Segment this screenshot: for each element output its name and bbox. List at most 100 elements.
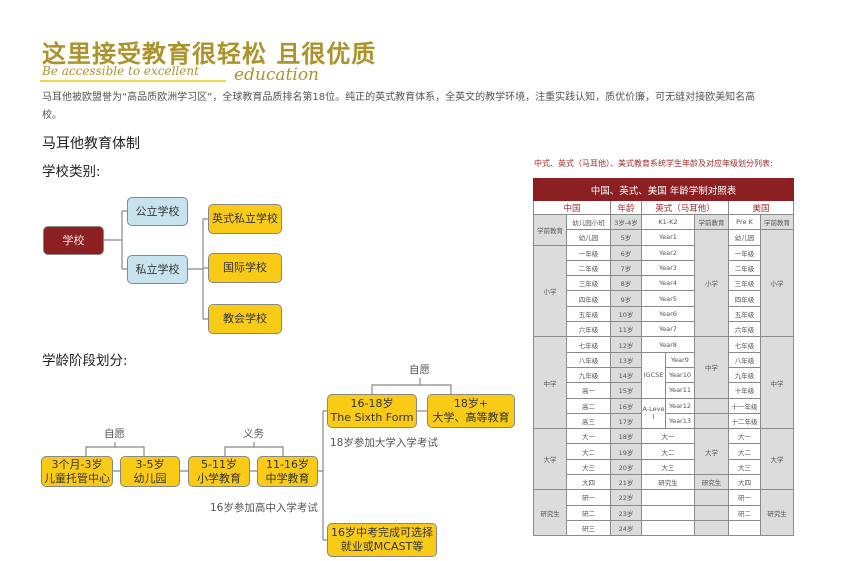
section-title: 马耳他教育体制: [42, 136, 140, 152]
us-grade-cell: [728, 519, 761, 537]
stage-name: 幼儿园: [133, 471, 167, 485]
header-british: 英式（马耳他）: [641, 200, 729, 215]
us-stage-cell: 学前教育: [759, 213, 795, 231]
us-stage-cell: 中学: [759, 336, 795, 430]
us-stage-cell: 研究生: [759, 489, 795, 537]
cn-grade-cell: 大四: [566, 474, 611, 491]
age-cell: 18岁: [610, 428, 642, 445]
cn-grade-cell: 大一: [566, 428, 611, 445]
uk-year-cell: Year2: [641, 244, 695, 261]
us-stage-cell: 大学: [759, 428, 795, 491]
cn-grade-cell: 高二: [566, 397, 611, 414]
age-cell: 20岁: [610, 458, 642, 476]
header-age: 年龄: [610, 200, 642, 215]
note-university-exam: 18岁参加大学入学考试: [330, 437, 438, 449]
age-cell: 12岁: [610, 336, 642, 353]
uk-stage-cell: [694, 519, 729, 537]
uk-year-cell: Year5: [641, 290, 695, 307]
node-international-school: 国际学校: [208, 253, 282, 283]
stage-age: 11-16岁: [266, 457, 309, 471]
cn-grade-cell: 研二: [566, 504, 611, 521]
uk-year-cell: Year7: [641, 321, 695, 338]
us-grade-cell: 十二年级: [728, 412, 761, 430]
age-cell: 8岁: [610, 275, 642, 292]
uk-year-cell: 大一: [641, 428, 695, 445]
us-grade-cell: 研一: [728, 489, 761, 506]
uk-exam-cell: IGCSE: [641, 351, 666, 399]
stage-higher-education: 18岁+大学、高等教育: [427, 394, 515, 428]
age-cell: 24岁: [610, 519, 642, 537]
uk-year-cell: Year1: [641, 229, 695, 246]
age-cell: 13岁: [610, 351, 642, 368]
cn-grade-cell: 高一: [566, 382, 611, 399]
education-comparison-table: 中国、英式、美国 年龄学制对照表 中国 年龄 英式（马耳他） 美国 学前教育幼儿…: [532, 178, 795, 537]
cn-grade-cell: 研三: [566, 519, 611, 537]
uk-year-cell: Year13: [665, 412, 695, 430]
stage-employment-or-mcast: 16岁中考完成可选择就业或MCAST等: [327, 523, 437, 557]
label-compulsory: 义务: [243, 428, 264, 440]
cn-grade-cell: 五年级: [566, 305, 611, 323]
stage-name: The Sixth Form: [330, 411, 414, 424]
age-cell: 21岁: [610, 474, 642, 491]
table-title: 中国、英式、美国 年龄学制对照表: [532, 178, 795, 201]
age-cell: 14岁: [610, 366, 642, 384]
us-grade-cell: 一年级: [728, 244, 761, 261]
uk-year-cell: Year11: [665, 382, 695, 399]
us-grade-cell: Pre K: [728, 213, 761, 231]
cn-stage-cell: 小学: [533, 244, 567, 338]
cn-stage-cell: 学前教育: [533, 214, 567, 246]
age-cell: 23岁: [610, 504, 642, 521]
age-cell: 22岁: [610, 489, 642, 506]
page-title: 这里接受教育很轻松 且很优质: [42, 40, 377, 68]
uk-stage-cell: [694, 412, 729, 430]
age-cell: 6岁: [610, 244, 642, 261]
uk-year-cell: Year8: [641, 336, 695, 353]
uk-year-cell: Year6: [641, 305, 695, 323]
cn-grade-cell: 四年级: [566, 290, 611, 307]
cn-grade-cell: 六年级: [566, 321, 611, 338]
stage-name: 儿童托管中心: [44, 471, 110, 485]
cn-grade-cell: 九年级: [566, 366, 611, 384]
stage-primary: 5-11岁小学教育: [188, 456, 250, 487]
stage-age: 3个月-3岁: [51, 457, 103, 471]
uk-year-cell: [641, 504, 695, 521]
us-grade-cell: 十一年级: [728, 397, 761, 414]
node-school: 学校: [43, 226, 104, 255]
cn-grade-cell: 大二: [566, 443, 611, 460]
stage-line: 16岁中考完成可选择: [331, 526, 433, 539]
uk-stage-cell: [694, 397, 729, 414]
age-cell: 9岁: [610, 290, 642, 307]
uk-year-cell: Year4: [641, 275, 695, 292]
subtitle-part-1: Be accessible to excellent: [42, 64, 199, 78]
cn-grade-cell: 一年级: [566, 244, 611, 261]
stage-name: 中学教育: [265, 471, 310, 485]
intro-paragraph: 马耳他被欧盟誉为“高品质欧洲学习区”，全球教育品质排名第18位。纯正的英式教育体…: [42, 92, 756, 121]
table-caption: 中式、英式（马耳他）、美式教育系统学生年龄及对应年级划分列表:: [534, 159, 773, 168]
cn-grade-cell: 研一: [566, 489, 611, 506]
uk-year-cell: 大三: [641, 458, 695, 476]
header-usa: 美国: [727, 200, 795, 215]
stage-name: 小学教育: [197, 471, 241, 485]
us-grade-cell: 三年级: [728, 275, 761, 292]
stages-heading: 学龄阶段划分:: [42, 353, 128, 369]
us-grade-cell: 十年级: [728, 382, 761, 399]
label-voluntary: 自愿: [104, 428, 125, 440]
cn-grade-cell: 大三: [566, 458, 611, 476]
stage-age: 5-11岁: [201, 457, 237, 471]
